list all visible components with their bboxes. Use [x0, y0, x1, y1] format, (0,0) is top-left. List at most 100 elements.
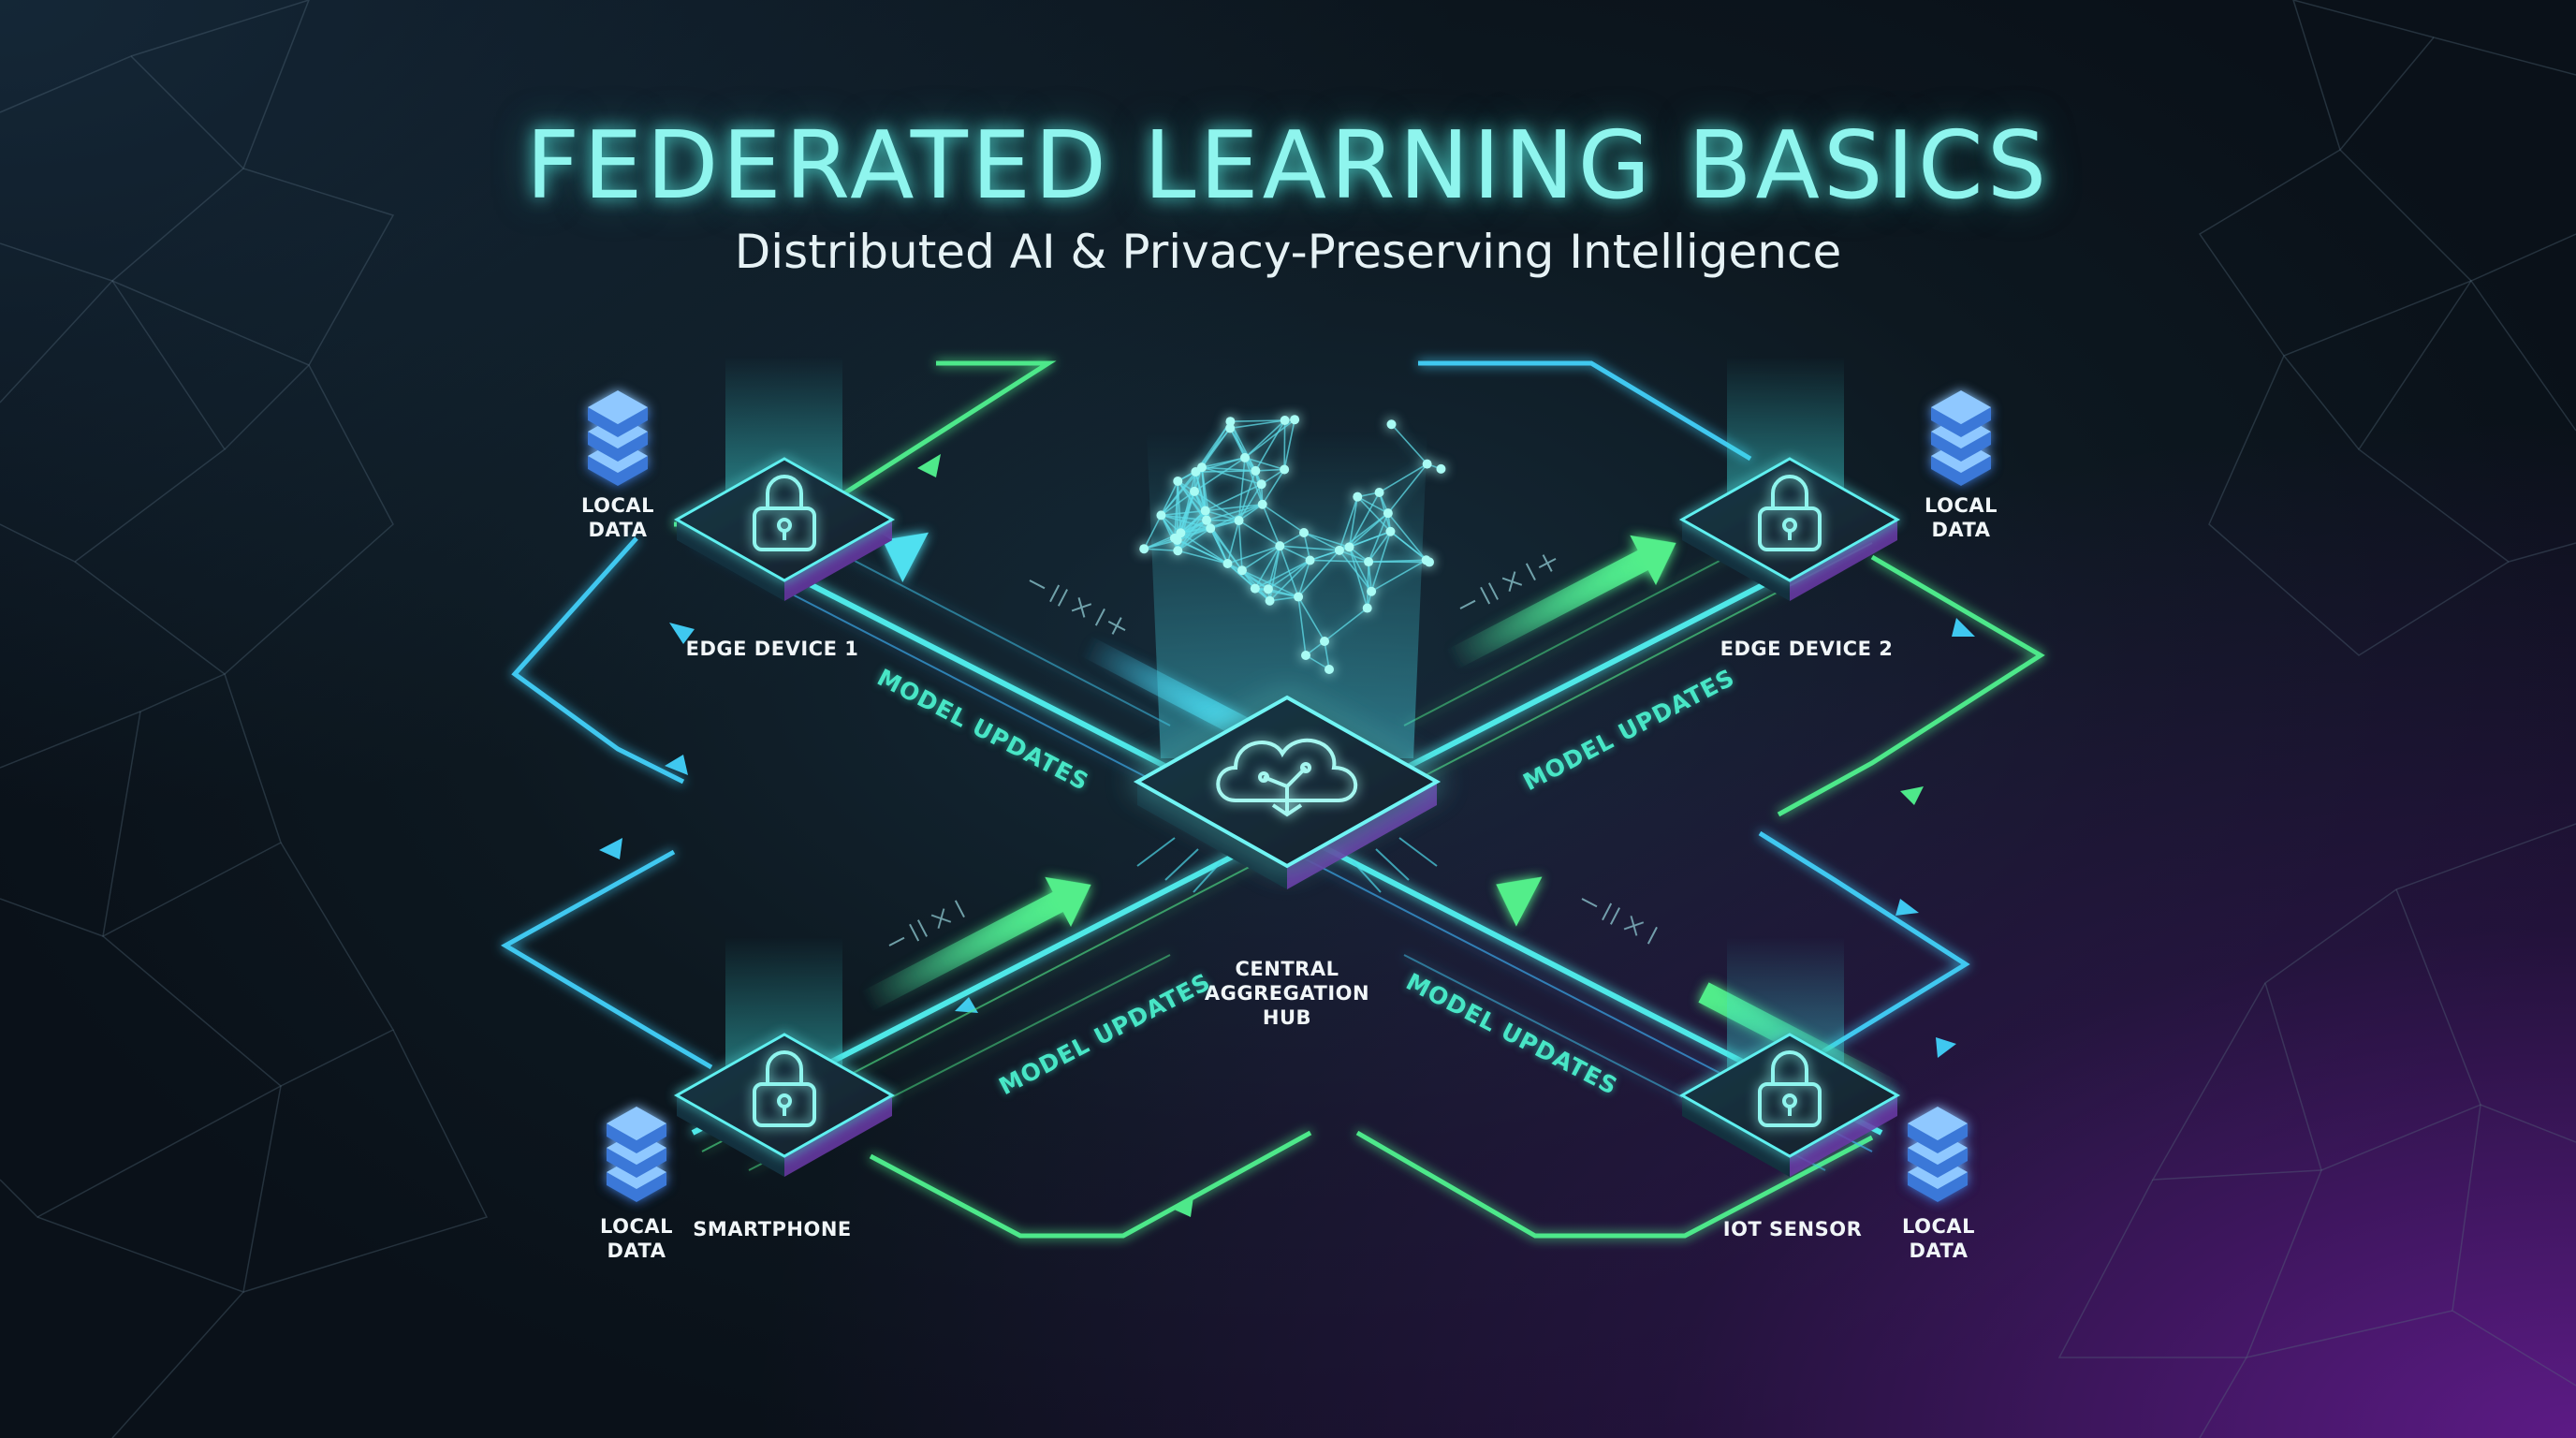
brain-node	[1173, 476, 1183, 486]
brain-link	[1177, 527, 1211, 551]
brain-node	[1139, 544, 1149, 554]
brain-node	[1294, 592, 1304, 602]
brain-node	[1196, 462, 1207, 473]
brain-link	[1180, 519, 1208, 534]
database-stack-icon	[1931, 390, 1991, 486]
arrowhead	[669, 623, 695, 644]
brain-link	[1348, 492, 1381, 548]
brain-node	[1275, 541, 1285, 551]
brain-node	[1234, 516, 1244, 526]
brain-link	[1262, 469, 1285, 506]
brain-link	[1229, 420, 1257, 472]
brain-node	[1362, 603, 1372, 613]
arrowhead	[665, 755, 688, 775]
arrowhead	[917, 454, 941, 477]
brain-link	[1297, 596, 1325, 642]
database-layer-side	[588, 456, 648, 486]
brain-link	[1177, 539, 1228, 565]
brain-link	[1324, 607, 1368, 642]
brain-link	[1356, 496, 1392, 533]
brain-link	[1179, 532, 1228, 565]
central-hub-label: CENTRAL AGGREGATION HUB	[1204, 958, 1370, 1029]
smartphone-label: SMARTPHONE	[693, 1218, 852, 1240]
arrowhead	[1895, 899, 1919, 916]
brain-link	[1370, 559, 1427, 593]
brain-link	[1254, 545, 1281, 589]
brain-node	[1436, 463, 1446, 474]
brain-link	[1262, 504, 1305, 534]
brain-node	[1280, 464, 1290, 475]
database-layer-top	[607, 1107, 666, 1140]
brain-link	[1348, 496, 1359, 548]
brain-link	[1241, 569, 1269, 590]
phone-local-data-label: LOCAL DATA	[599, 1215, 674, 1262]
brain-link	[1279, 545, 1310, 562]
brain-link	[1339, 550, 1372, 593]
brain-link	[1297, 596, 1307, 656]
brain-link	[1226, 563, 1271, 602]
brain-link	[1241, 545, 1281, 571]
brain-link	[1268, 559, 1311, 602]
brain-node	[1374, 487, 1384, 497]
brain-link	[1261, 504, 1281, 547]
iot-sensor-tile[interactable]	[1678, 1033, 1901, 1177]
brain-node	[1422, 459, 1432, 469]
arrowhead	[1900, 786, 1924, 805]
brain-link	[1339, 496, 1359, 551]
brain-node	[1385, 526, 1396, 536]
arrowhead	[955, 997, 978, 1013]
neural-brain-icon	[1139, 415, 1446, 674]
brain-link	[1267, 559, 1310, 590]
brain-link	[1267, 588, 1299, 598]
database-stack-icon	[588, 390, 648, 486]
brain-link	[1339, 550, 1369, 563]
database-layer-top	[588, 390, 648, 424]
brain-node	[1424, 557, 1434, 567]
brain-node	[1240, 452, 1251, 462]
edge-device-1-tile[interactable]	[673, 457, 896, 601]
brain-node	[1263, 584, 1273, 594]
brain-link	[1255, 468, 1285, 472]
brain-link	[1205, 503, 1263, 512]
brain-node	[1176, 528, 1186, 538]
edge1-local-data-label: LOCAL DATA	[580, 494, 655, 541]
brain-node	[1206, 523, 1216, 534]
brain-node	[1237, 565, 1247, 576]
data-glyphs	[888, 554, 1658, 946]
brain-link	[1160, 515, 1179, 551]
lock-icon	[753, 1050, 816, 1127]
edge-device-2-tile[interactable]	[1678, 457, 1901, 601]
cloud-brain-icon	[1216, 738, 1358, 817]
brain-link	[1390, 423, 1428, 465]
central-hub-tile[interactable]	[1133, 695, 1442, 893]
edge2-local-data-label: LOCAL DATA	[1924, 494, 1998, 541]
brain-link	[1244, 418, 1295, 459]
brain-link	[1238, 504, 1264, 521]
brain-link	[1303, 532, 1311, 561]
brain-link	[1230, 419, 1285, 423]
edge-device-2-label: EDGE DEVICE 2	[1720, 638, 1894, 660]
brain-link	[1144, 548, 1178, 552]
database-layer-side	[607, 1148, 666, 1178]
brain-link	[1368, 561, 1372, 592]
brain-link	[1310, 550, 1340, 562]
brain-link	[1244, 457, 1264, 506]
database-stack-icon	[607, 1107, 666, 1202]
brain-link	[1370, 531, 1392, 592]
brain-link	[1356, 495, 1389, 514]
loop-arrowheads	[599, 454, 1975, 1217]
database-stacks	[588, 390, 1991, 1202]
brain-link	[1348, 547, 1368, 609]
brain-node	[1305, 555, 1315, 565]
brain-link	[1230, 419, 1285, 430]
brain-node	[1222, 558, 1233, 568]
page-subtitle: Distributed AI & Privacy-Preserving Inte…	[734, 225, 1842, 279]
lock-icon	[1758, 475, 1822, 551]
brain-link	[1206, 503, 1263, 521]
database-layer-top	[1908, 1107, 1968, 1140]
smartphone-tile[interactable]	[673, 1033, 896, 1177]
brain-link	[1227, 545, 1281, 565]
brain-link	[1178, 550, 1228, 565]
database-stack-icon	[1908, 1107, 1968, 1202]
